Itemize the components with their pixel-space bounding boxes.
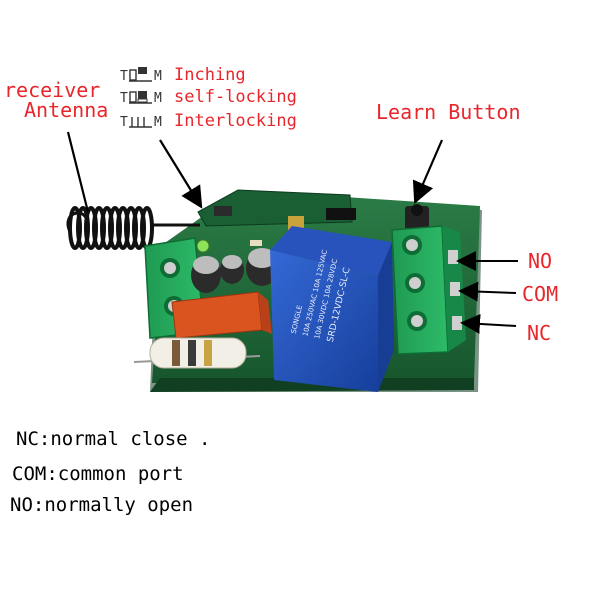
self-locking-icon: T M (120, 91, 162, 106)
learn-button-body (405, 206, 429, 230)
relay-rating-1: 10A 250VAC 10A 125VAC (301, 249, 329, 337)
board-shadow (150, 195, 482, 392)
mode-leader (159, 139, 203, 209)
com-arrow (458, 281, 517, 302)
interlocking-icon: T M (120, 115, 162, 130)
mode-inching-label: Inching (174, 65, 246, 85)
definition-nc: NC:normal close . (16, 428, 211, 450)
learn-button-cap (411, 204, 423, 216)
antenna-leader (66, 131, 90, 213)
svg-text:T: T (120, 91, 128, 106)
svg-text:M: M (154, 91, 162, 106)
definition-no: NO:normally open (10, 494, 194, 516)
power-resistor (133, 337, 261, 369)
receiver-label: receiver (4, 78, 101, 102)
relay-brand: SONGLE (290, 304, 304, 334)
svg-text:M: M (154, 69, 162, 84)
learn-leader (412, 139, 444, 205)
definition-com: COM:common port (12, 463, 184, 485)
svg-text:T: T (120, 115, 128, 130)
mode-interlocking: T M Interlocking (120, 110, 297, 132)
nc-arrow (460, 313, 517, 334)
mode-inching: T M Inching (120, 64, 246, 86)
mode-self-locking: T M self-locking (120, 86, 297, 108)
circuit-board (152, 190, 480, 383)
film-capacitor (171, 291, 263, 339)
antenna-coil (66, 211, 200, 233)
learn-button-label: Learn Button (376, 100, 521, 124)
mode-interlocking-label: Interlocking (174, 111, 297, 131)
com-label: COM (522, 282, 559, 306)
antenna-label: Antenna (24, 98, 109, 122)
svg-text:T: T (120, 69, 128, 84)
antenna-spring (68, 206, 154, 250)
input-terminal-block (144, 237, 205, 339)
inching-icon: T M (120, 67, 162, 84)
nc-label: NC (527, 321, 552, 345)
relay-rating-2: 10A 30VDC 10A 28VDC (313, 258, 339, 340)
mode-self-locking-label: self-locking (174, 87, 297, 107)
svg-text:M: M (154, 115, 162, 130)
no-label: NO (528, 249, 553, 273)
output-terminal-block (391, 225, 466, 355)
capacitors (191, 248, 278, 293)
board-edge (150, 378, 474, 392)
relay: SONGLE 10A 250VAC 10A 125VAC 10A 30VDC 1… (270, 226, 394, 392)
relay-model: SRD-12VDC-SL-C (326, 267, 353, 344)
